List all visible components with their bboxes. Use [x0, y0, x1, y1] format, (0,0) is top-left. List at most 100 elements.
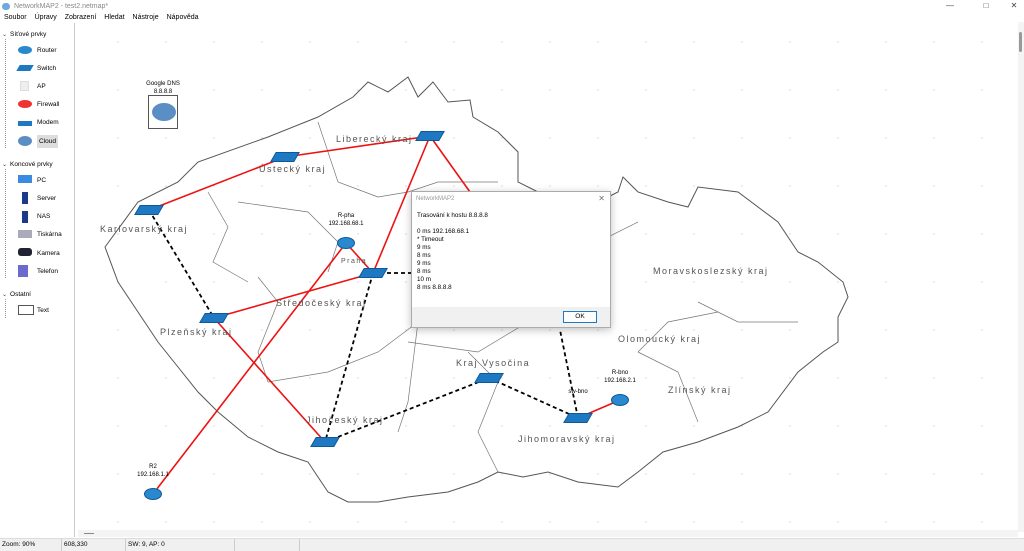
region-label: Zlínský kraj [668, 385, 732, 395]
region-label: Středočeský kraj [276, 298, 367, 308]
menu-hledat[interactable]: Hledat [104, 13, 125, 21]
cloud-icon [18, 136, 32, 146]
link-s_str-s_jc[interactable] [324, 272, 374, 443]
group-2[interactable]: ⌄Ostatní [2, 291, 31, 298]
trace-line: 8 ms [417, 252, 431, 259]
cloud-icon [152, 103, 176, 121]
router-node-r2[interactable] [144, 488, 162, 500]
palette-item-server[interactable]: Server [18, 191, 56, 205]
palette-item-modem[interactable]: Modem [18, 116, 59, 130]
zoom-status: Zoom: 90% [0, 539, 62, 551]
palette-item-telefon[interactable]: Telefon [18, 264, 58, 278]
chevron-down-icon[interactable]: ⌄ [2, 292, 8, 299]
link-swbno-hidden3[interactable] [559, 329, 579, 419]
palette-item-router[interactable]: Router [18, 43, 57, 57]
link-s_plz-s_jc[interactable] [213, 317, 326, 443]
palette-item-label: Cloud [37, 134, 58, 148]
palette-item-cloud[interactable]: Cloud [18, 134, 58, 148]
device-name: sw-bno [568, 389, 588, 395]
region-border [637, 311, 719, 353]
trace-line: * Timeout [417, 236, 444, 243]
firewall-icon [18, 99, 32, 110]
palette-item-label: Text [37, 306, 49, 314]
palette-item-tiskárna[interactable]: Tiskárna [18, 228, 62, 242]
trace-line: 9 ms [417, 244, 431, 251]
link-s_kv-s_plz[interactable] [148, 209, 215, 319]
palette-item-ap[interactable]: AP [18, 79, 46, 93]
chevron-down-icon[interactable]: ⌄ [2, 32, 8, 38]
chevron-down-icon[interactable]: ⌄ [2, 162, 8, 169]
device-name: R-bno [611, 370, 629, 376]
dialog-heading: Trasování k hostu 8.8.8.8 [417, 212, 488, 219]
dialog-close-button[interactable]: ✕ [598, 194, 605, 203]
link-s_vys-swbno[interactable] [488, 377, 579, 419]
device-name: R-pha [337, 213, 355, 219]
palette-item-label: Switch [37, 64, 57, 72]
cloud-node-gdns[interactable] [148, 95, 178, 129]
palette-item-label: Kamera [37, 249, 60, 257]
router-node-rbno[interactable] [611, 394, 629, 406]
region-border [317, 121, 379, 198]
palette-item-label: Router [37, 46, 57, 54]
region-border [257, 276, 279, 383]
menu-bar: Soubor Úpravy Zobrazení Hledat Nástroje … [0, 12, 203, 22]
palette-item-firewall[interactable]: Firewall [18, 98, 59, 112]
country-outline [104, 76, 849, 503]
minimize-button[interactable]: — [946, 1, 954, 10]
palette-item-pc[interactable]: PC [18, 173, 46, 187]
dialog-title: NetworkMAP2 [416, 196, 455, 202]
pc-icon [18, 175, 32, 185]
text-icon [18, 305, 34, 316]
group-label: Koncové prvky [10, 161, 53, 169]
palette-item-nas[interactable]: NAS [18, 210, 50, 224]
region-label: Ústecký kraj [259, 164, 327, 174]
ok-button[interactable]: OK [563, 311, 597, 323]
menu-upravy[interactable]: Úpravy [34, 13, 57, 21]
menu-zobrazeni[interactable]: Zobrazení [64, 13, 97, 21]
region-border [267, 321, 419, 383]
horizontal-scrollbar[interactable] [78, 530, 1018, 537]
modem-icon [18, 118, 32, 128]
palette-item-label: Tiskárna [37, 231, 62, 239]
close-button[interactable]: ✕ [1010, 1, 1018, 10]
palette-item-text[interactable]: Text [18, 303, 49, 317]
ap-icon [18, 81, 32, 92]
trace-line: 10 m [417, 276, 431, 283]
link-s_ust-s_lib[interactable] [284, 135, 431, 158]
region-border [397, 321, 419, 433]
link-s_lib-hidden1[interactable] [429, 135, 471, 193]
cursor-coords: 608,330 [62, 539, 126, 551]
device-label: sw-bno [568, 388, 587, 396]
link-rpha-r2[interactable] [152, 242, 347, 495]
menu-napoveda[interactable]: Nápověda [166, 13, 199, 21]
device-counts: SW: 9, AP: 0 [126, 539, 235, 551]
link-s_lib-s_str[interactable] [372, 135, 431, 274]
region-border [637, 351, 699, 423]
palette-item-switch[interactable]: Switch [16, 61, 57, 75]
link-s_jc-s_vys[interactable] [324, 377, 490, 443]
group-1[interactable]: ⌄Koncové prvky [2, 161, 53, 168]
link-s_str-s_plz[interactable] [213, 272, 374, 319]
traceroute-dialog: NetworkMAP2 ✕ Trasování k hostu 8.8.8.8 0… [411, 191, 611, 328]
device-ip: 8.8.8.8 [153, 89, 173, 95]
map-svg [104, 41, 983, 523]
menu-nastroje[interactable]: Nástroje [132, 13, 159, 21]
switch-icon [16, 63, 34, 73]
palette-item-kamera[interactable]: Kamera [18, 246, 60, 260]
region-border [377, 181, 498, 198]
trace-line: 0 ms 192.168.68.1 [417, 228, 470, 235]
trace-line: 8 ms 8.8.8.8 [417, 284, 452, 291]
group-0[interactable]: ⌄Síťové prvky [2, 31, 46, 38]
status-bar: Zoom: 90% 608,330 SW: 9, AP: 0 [0, 538, 1024, 551]
maximize-button[interactable]: □ [983, 1, 989, 10]
link-s_kv-s_ust[interactable] [148, 156, 286, 211]
vertical-scrollbar[interactable] [1018, 22, 1024, 532]
router-node-rpha[interactable] [337, 237, 355, 249]
menu-soubor[interactable]: Soubor [4, 13, 27, 21]
palette-item-label: Server [37, 194, 57, 202]
region-label: Moravskoslezský kraj [653, 266, 769, 276]
